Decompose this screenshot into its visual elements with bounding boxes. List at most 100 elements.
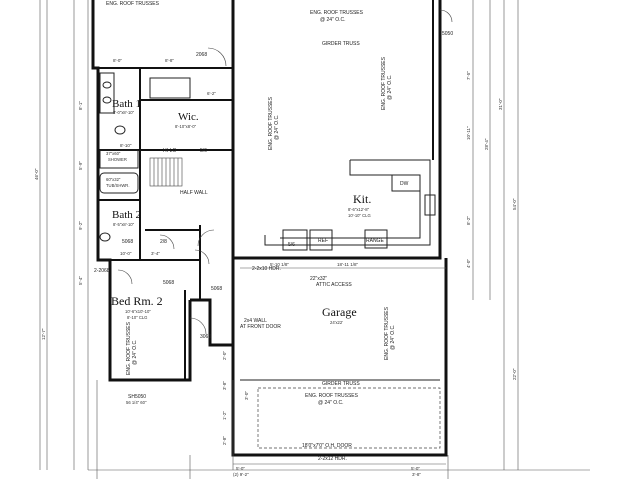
dim-bottom-right: 5'-0"	[411, 466, 420, 471]
note-trusses-oc-garage: @ 24" O.C.	[390, 325, 396, 350]
note-tub-size: 60"x32"	[106, 177, 121, 182]
dim-side-b: 2'-0"	[222, 351, 227, 360]
label-hdr-small: 2-2x10 HDR.	[252, 266, 281, 272]
note-roof-trusses-garage-front: ENG. ROOF TRUSSES	[305, 393, 359, 399]
dim-mid-a: 8'-10"	[120, 143, 132, 148]
note-trusses-oc-living: @ 24" O.C.	[274, 115, 280, 140]
note-roof-trusses-living: ENG. ROOF TRUSSES	[268, 96, 274, 150]
garage-door-swing	[257, 387, 441, 449]
room-size-bedroom2: 10'-6"x10'-10"	[125, 309, 151, 314]
label-door-56: 5/6	[200, 148, 207, 154]
tub	[99, 172, 139, 194]
note-roof-trusses-top: ENG. ROOF TRUSSES	[310, 10, 364, 16]
dim-garage-1: 18'-11 1/8"	[337, 262, 359, 267]
note-at-front-door: AT FRONT DOOR	[240, 324, 281, 330]
vanity	[99, 72, 115, 114]
note-trusses-oc-right: @ 24" O.C.	[387, 75, 393, 100]
note-trusses-oc-bedroom: @ 24" O.C.	[132, 340, 138, 365]
label-door-5068b: 5068	[163, 280, 174, 286]
range-box	[364, 229, 388, 249]
room-name-kitchen: Kit.	[353, 192, 371, 206]
dim-l-seg4: 5'-4"	[78, 276, 83, 285]
dim-right-overall: 31'-0"	[498, 98, 503, 110]
room-size-bath2: 8'-5"x8'-10"	[113, 222, 135, 227]
dim-mid-b: 10'-0"	[120, 251, 132, 256]
note-2x4-wall: 2x4 WALL	[244, 318, 267, 324]
dim-side-e: 2'-8"	[222, 436, 227, 445]
dim-r-seg4: 4'-0"	[466, 259, 471, 268]
room-name-bedroom2: Bed Rm. 2	[111, 294, 163, 308]
note-shower-size: 37"x60"	[106, 151, 121, 156]
room-ceiling-bedroom2: 8'-10" CLG	[127, 315, 147, 320]
dim-side-a: 3'-0"	[244, 391, 249, 400]
dim-front-b: 3'-8"	[412, 472, 421, 477]
label-range: RANGE	[366, 238, 384, 244]
label-door-3068: 3068	[200, 334, 211, 340]
dim-l-seg2: 5'-9"	[78, 161, 83, 170]
note-hi-lo: HI-LO	[163, 148, 176, 154]
dim-side-c: 3'-8"	[222, 381, 227, 390]
toilet-2	[99, 232, 111, 242]
dim-total-depth: 54'-0"	[512, 198, 517, 210]
door-swings	[117, 9, 453, 335]
note-tub-shower: TUB/SHWR.	[106, 183, 130, 188]
room-name-bath2: Bath 2	[112, 209, 141, 221]
dim-left-overall: 46'-0"	[34, 168, 39, 180]
dim-l-seg1: 8'-1"	[78, 101, 83, 110]
label-door-5068-front: 5068	[211, 286, 222, 292]
dim-mid-c: 3'-4"	[151, 251, 160, 256]
note-roof-trusses-bedroom: ENG. ROOF TRUSSES	[126, 321, 132, 375]
label-pantry: 5/6	[288, 242, 295, 248]
wic-shelf	[149, 77, 191, 99]
label-window-5050: 5050	[442, 31, 453, 37]
note-shower: SHOWER	[108, 157, 127, 162]
fridge	[309, 229, 333, 251]
note-attic-size: 22"x32"	[310, 276, 327, 282]
note-girder-truss-top: GIRDER TRUSS	[322, 41, 360, 47]
dimension-lines	[39, 0, 590, 479]
dim-top-a: 8'-0"	[113, 58, 122, 63]
note-girder-truss-garage: GIRDER TRUSS	[322, 381, 360, 387]
label-dw: DW	[400, 181, 409, 187]
dim-right-mid: 28'-4"	[484, 138, 489, 150]
dim-r-seg2: 10'-11"	[466, 126, 471, 140]
note-trusses-oc-garage-front: @ 24" O.C.	[318, 400, 343, 406]
dim-r-seg3: 8'-2"	[466, 216, 471, 225]
label-window-5068: 5068	[122, 239, 133, 245]
note-roof-trusses-garage: ENG. ROOF TRUSSES	[384, 306, 390, 360]
room-name-wic: Wic.	[178, 111, 199, 123]
dim-garage-2: 5'-10 1/8"	[270, 262, 289, 267]
dim-r-seg1: 7'-5"	[466, 71, 471, 80]
dim-side-d: 1'-2"	[222, 411, 227, 420]
label-window-sh-sub: 56 1/4" 60"	[126, 400, 147, 405]
toilet-1	[114, 125, 126, 135]
label-ref: REF	[318, 238, 328, 244]
room-name-garage: Garage	[322, 305, 357, 319]
note-overhead-door: 18'0"x7'0" O.H. DOOR	[302, 443, 352, 449]
dim-top-b: 8'-8"	[165, 58, 174, 63]
label-window-2068: 2-2068	[94, 268, 110, 274]
dim-l-seg3: 9'-2"	[78, 221, 83, 230]
note-roof-trusses-right: ENG. ROOF TRUSSES	[381, 56, 387, 110]
note-trusses-oc-top: @ 24" O.C.	[320, 17, 345, 23]
shower-stall	[99, 149, 139, 169]
room-size-bath1: 8'-0"x8'-10"	[113, 110, 135, 115]
dim-l-seg5: 12'-7"	[41, 328, 46, 340]
sink	[424, 194, 436, 216]
dim-bottom-left: 5'-0"	[236, 466, 245, 471]
note-half-wall: HALF WALL	[180, 190, 208, 196]
fixtures	[99, 72, 441, 449]
dim-right-low: 22'-0"	[512, 368, 517, 380]
note-header: 2-2x12 HDR.	[318, 456, 347, 462]
stair-run	[149, 157, 183, 187]
label-door-28: 2/8	[160, 239, 167, 245]
dim-top-c: 6'-2"	[207, 91, 216, 96]
label-door-2068: 2068	[196, 52, 207, 58]
room-name-bath1: Bath 1	[112, 98, 141, 110]
dishwasher-box	[391, 174, 421, 192]
room-size-wic: 8'-10"x8'-0"	[175, 124, 197, 129]
note-attic-access: ATTIC ACCESS	[316, 282, 352, 288]
note-roof-trusses-upper-left: ENG. ROOF TRUSSES	[106, 1, 160, 7]
dim-front-a: (2) 9'-2"	[233, 472, 249, 477]
